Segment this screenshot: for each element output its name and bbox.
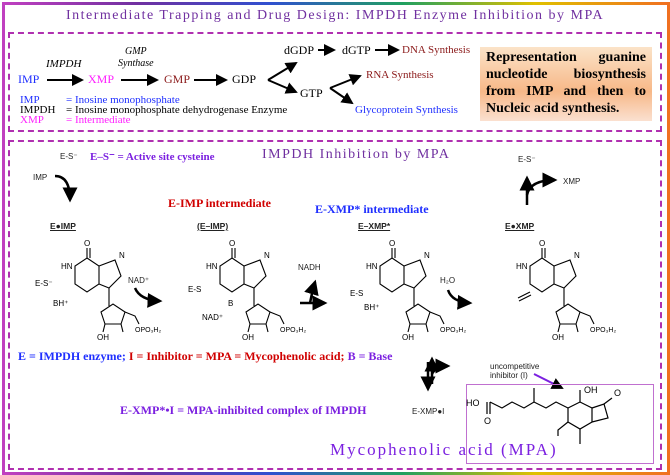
node-gtp: GTP	[300, 86, 323, 100]
atom-n: N	[119, 251, 125, 260]
atom-es: E-S	[350, 289, 363, 298]
atom-opo3h2: OPO₃H₂	[135, 327, 161, 334]
stage-e-xmp: E●XMP	[505, 221, 535, 231]
atom-oh: OH	[242, 333, 254, 342]
atom-bh: BH⁺	[53, 299, 68, 308]
mpa-carbonyl-o: O	[614, 388, 621, 398]
atom-n: N	[264, 251, 270, 260]
atom-opo3h2: OPO₃H₂	[440, 327, 466, 334]
atom-hn: HN	[366, 262, 378, 271]
legend-def: = Inosine monophosphate	[66, 94, 180, 106]
nucleotide-structure-3: O HN N OPO₃H₂ OH E-SBH⁺	[350, 239, 466, 342]
atom-es: E-S	[188, 285, 201, 294]
reagent-nad: NAD⁺	[128, 276, 150, 285]
legend-impdh: IMPDH = Inosine monophosphate dehydrogena…	[20, 104, 287, 116]
complex-small: E-XMP●I	[412, 407, 445, 416]
key-enzyme: E = IMPDH enzyme;	[18, 349, 126, 363]
mpa-structure-box	[466, 384, 654, 464]
atom-o: O	[84, 239, 90, 248]
atom-hn: HN	[206, 262, 218, 271]
key-inhibitor: I = Inhibitor = MPA = Mycophenolic acid;	[128, 349, 345, 363]
stage-e-xmp-star: E–XMP*	[358, 221, 391, 231]
node-rna-synthesis: RNA Synthesis	[366, 69, 434, 81]
atom-n: N	[574, 251, 580, 260]
atom-n: N	[424, 251, 430, 260]
atom-o: O	[539, 239, 545, 248]
node-xmp: XMP	[88, 72, 115, 86]
nucleotide-structure-4: O HN N OPO₃H₂ OH	[516, 239, 616, 342]
mpa-structure: HO OH O O	[466, 385, 621, 444]
reagent-nadh: NADH	[298, 263, 321, 272]
node-dna-synthesis: DNA Synthesis	[402, 44, 471, 56]
legend-abbr: IMP	[20, 94, 40, 106]
atom-opo3h2: OPO₃H₂	[280, 327, 306, 334]
atom-oh: OH	[552, 333, 564, 342]
stage-e-imp: E●IMP	[50, 221, 76, 231]
es-output: E-S⁻	[518, 155, 536, 164]
mpa-acid-o: O	[484, 416, 491, 426]
atom-es-minus: E-S⁻	[35, 279, 53, 288]
key-base: B = Base	[347, 349, 393, 363]
node-glycoprotein-synthesis: Glycoprotein Synthesis	[355, 104, 458, 116]
legend-imp: IMP = Inosine monophosphate	[20, 94, 180, 106]
es-small: E-S⁻	[60, 152, 78, 161]
uncompetitive-label-2: inhibitor (I)	[490, 371, 528, 380]
legend-abbr: XMP	[20, 114, 44, 126]
enzyme-impdh: IMPDH	[46, 58, 82, 70]
mpa-ho: HO	[466, 398, 480, 408]
atom-oh: OH	[97, 333, 109, 342]
atom-hn: HN	[516, 262, 528, 271]
legend-xmp: XMP = Intermediate	[20, 114, 131, 126]
nucleotide-structure-2: O HN N OPO₃H₂ OH E-S B NAD⁺	[188, 239, 306, 342]
legend-abbr: IMPDH	[20, 104, 56, 116]
pathway-arrows	[47, 44, 400, 105]
legend-def: = Inosine monophosphate dehydrogenase En…	[66, 104, 288, 116]
xmp-output: XMP	[563, 177, 581, 186]
node-gmp: GMP	[164, 72, 191, 86]
node-dgtp: dGTP	[342, 43, 371, 57]
stage-e-imp-covalent: (E–IMP)	[197, 221, 229, 231]
e-imp-intermediate-label: E-IMP intermediate	[168, 196, 271, 210]
node-gdp: GDP	[232, 72, 257, 86]
enzyme-gmp-synthase-1: GMP	[125, 46, 147, 57]
pathway-box	[8, 32, 662, 132]
atom-o: O	[229, 239, 235, 248]
page-title: Intermediate Trapping and Drug Design: I…	[65, 8, 605, 23]
reagent-h2o: H₂O	[440, 276, 456, 285]
node-imp: IMP	[18, 72, 40, 86]
mpa-name: Mycophenolic acid (MPA)	[330, 440, 558, 459]
atom-hn: HN	[61, 262, 73, 271]
summary-box: Representation guanine nucleotide biosyn…	[480, 47, 652, 121]
inhibition-box	[8, 140, 662, 470]
mpa-oh: OH	[584, 385, 598, 395]
atom-b: B	[228, 299, 233, 308]
nucleotide-structure-1: O HN N OPO₃H₂ OH E-S⁻ BH⁺	[35, 239, 161, 342]
key-line: E = IMPDH enzyme; I = Inhibitor = MPA = …	[18, 349, 392, 364]
atom-o: O	[389, 239, 395, 248]
inhibition-heading: IMPDH Inhibition by MPA	[262, 147, 451, 162]
atom-nad: NAD⁺	[202, 313, 223, 322]
atom-oh: OH	[402, 333, 414, 342]
imp-input: IMP	[33, 173, 48, 182]
e-xmp-intermediate-label: E-XMP* intermediate	[315, 202, 429, 216]
enzyme-gmp-synthase-2: Synthase	[118, 58, 154, 69]
atom-opo3h2: OPO₃H₂	[590, 327, 616, 334]
node-dgdp: dGDP	[284, 43, 315, 57]
uncompetitive-label-1: uncompetitive	[490, 362, 540, 371]
complex-definition: E-XMP*•I = MPA-inhibited complex of IMPD…	[120, 403, 367, 417]
es-definition: E–S⁻ = Active site cysteine	[90, 151, 215, 163]
atom-bh: BH⁺	[364, 303, 379, 312]
legend-def: = Intermediate	[66, 114, 131, 126]
